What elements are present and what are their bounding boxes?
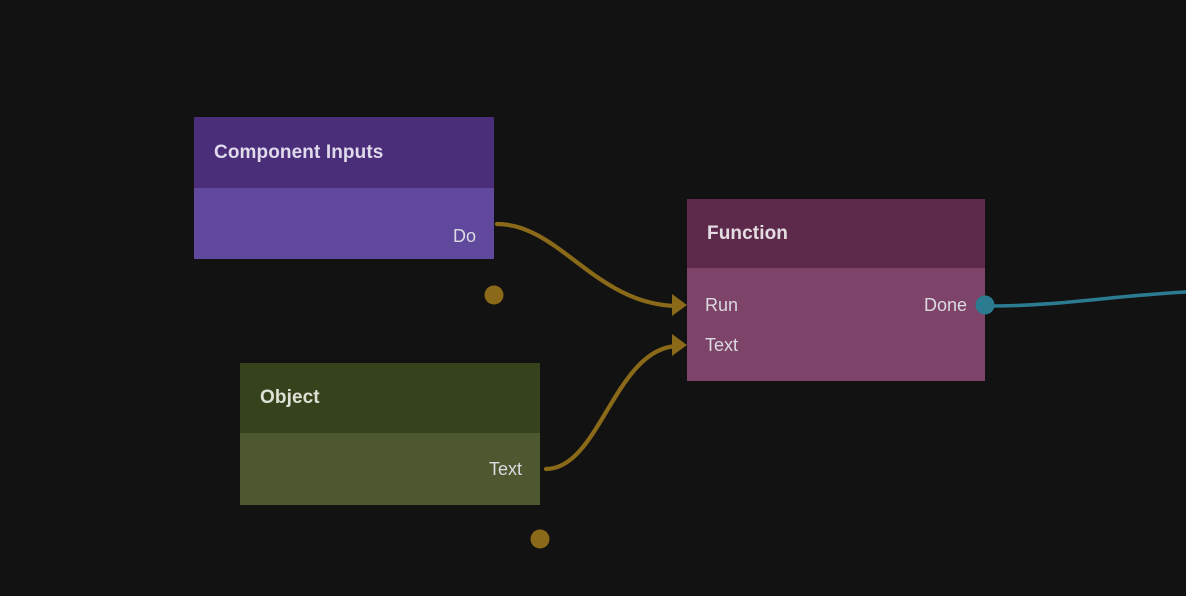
input-port-label-run: Run [705,295,739,315]
input-port-row-text[interactable]: Text [687,333,985,357]
node-object-header[interactable]: Object [240,363,540,433]
output-port-row-done[interactable]: Done [687,293,985,317]
node-function-header[interactable]: Function [687,199,985,268]
node-function-body: Run Text Done [672,268,995,381]
node-component-inputs[interactable]: Component Inputs Do [194,117,504,305]
output-port-row-do[interactable]: Do [194,224,494,248]
wire-done-offscreen[interactable] [988,290,1186,308]
input-port-row-run[interactable]: Run [687,293,985,317]
output-port-dot-done[interactable] [975,295,995,315]
node-component-inputs-body: Do [194,188,504,305]
output-port-row-text[interactable]: Text [240,457,540,481]
node-function-title: Function [707,222,789,244]
node-component-inputs-title: Component Inputs [214,141,384,163]
node-object-title: Object [260,387,320,408]
output-port-dot-text[interactable] [530,529,550,549]
output-port-dot-do[interactable] [484,285,504,305]
input-port-label-text: Text [705,335,739,355]
node-object-body: Text [240,433,550,549]
node-object[interactable]: Object Text [240,363,550,549]
input-port-arrow-run[interactable] [672,294,687,316]
output-port-label-done: Done [923,295,967,315]
input-port-arrow-text[interactable] [672,334,687,356]
output-port-label-do: Do [452,226,476,246]
node-component-inputs-header[interactable]: Component Inputs [194,117,494,188]
node-function[interactable]: Function Run Text Done [672,199,995,381]
output-port-label-text: Text [488,459,522,479]
wire-text-to-text[interactable] [543,343,681,472]
wire-do-to-run[interactable] [494,221,681,309]
